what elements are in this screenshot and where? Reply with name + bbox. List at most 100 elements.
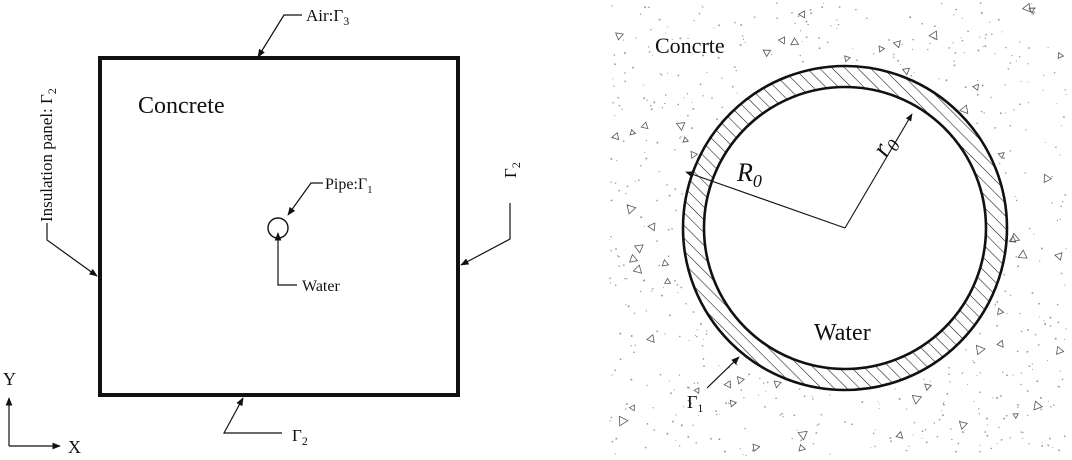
aggregate-dot <box>743 397 745 399</box>
aggregate-dot <box>818 423 820 425</box>
aggregate-dot <box>702 357 705 360</box>
aggregate-dot <box>757 394 760 396</box>
aggregate-dot <box>625 278 628 280</box>
aggregate-dot <box>912 48 914 50</box>
aggregate-dot <box>624 80 627 83</box>
aggregate-dot <box>816 424 819 426</box>
aggregate-triangle <box>628 253 639 263</box>
aggregate-dot <box>960 37 962 39</box>
aggregate-dot <box>951 438 953 441</box>
aggregate-dot <box>812 442 815 445</box>
pipe-subscript: 1 <box>367 184 373 196</box>
aggregate-triangle <box>996 339 1004 348</box>
aggregate-dot <box>812 398 814 400</box>
aggregate-dot <box>759 377 761 380</box>
bottom-boundary-leader-line <box>222 397 282 434</box>
aggregate-dot <box>610 157 613 160</box>
water-label-left: Water <box>302 278 340 295</box>
aggregate-dot <box>668 314 671 317</box>
aggregate-dot <box>810 12 813 15</box>
aggregate-dot <box>1009 437 1012 439</box>
aggregate-dot <box>996 442 998 445</box>
aggregate-dot <box>664 333 666 335</box>
aggregate-dot <box>751 449 754 452</box>
aggregate-dot <box>733 66 736 68</box>
aggregate-triangle <box>693 387 700 395</box>
aggregate-triangle <box>997 152 1005 159</box>
aggregate-dot <box>1065 248 1067 250</box>
aggregate-dot <box>1050 406 1052 408</box>
aggregate-dot <box>844 421 846 423</box>
aggregate-dot <box>1031 291 1034 294</box>
aggregate-dot <box>933 25 936 28</box>
aggregate-dot <box>996 324 999 327</box>
aggregate-dot <box>705 333 708 335</box>
aggregate-dot <box>1056 219 1059 222</box>
aggregate-dot <box>762 382 765 384</box>
aggregate-dot <box>965 349 967 351</box>
aggregate-triangle <box>632 264 643 274</box>
aggregate-dot <box>1031 3 1033 5</box>
coordinate-axes: Y X <box>3 369 81 457</box>
aggregate-dot <box>979 332 981 335</box>
aggregate-dot <box>677 74 680 77</box>
aggregate-dot <box>635 37 637 39</box>
aggregate-dot <box>998 426 1000 429</box>
insulation-subscript: 2 <box>45 88 59 94</box>
aggregate-dot <box>782 416 784 418</box>
aggregate-dot <box>633 351 635 354</box>
aggregate-dot <box>1041 444 1044 447</box>
aggregate-dot <box>687 114 689 117</box>
aggregate-dot <box>1043 320 1045 322</box>
aggregate-dot <box>656 330 659 333</box>
aggregate-dot <box>807 23 809 26</box>
aggregate-dot <box>742 38 745 40</box>
aggregate-dot <box>979 2 982 4</box>
aggregate-dot <box>674 148 676 151</box>
aggregate-dot <box>796 429 798 431</box>
aggregate-dot <box>1034 334 1037 336</box>
pipe-boundary-gamma: Γ <box>687 392 697 412</box>
aggregate-dot <box>644 6 647 9</box>
aggregate-dot <box>609 420 611 422</box>
aggregate-dot <box>1063 338 1066 340</box>
aggregate-triangle <box>1017 249 1028 259</box>
aggregate-dot <box>984 37 986 39</box>
aggregate-dot <box>1060 272 1063 275</box>
aggregate-dot <box>1027 328 1029 331</box>
aggregate-triangle <box>797 430 808 441</box>
water-leader-line <box>274 232 297 286</box>
aggregate-dot <box>1000 439 1003 441</box>
aggregate-triangle <box>690 150 699 160</box>
aggregate-dot <box>855 8 857 11</box>
aggregate-dot <box>736 92 738 94</box>
aggregate-triangle <box>1057 51 1065 60</box>
aggregate-dot <box>1005 46 1007 49</box>
aggregate-dot <box>680 286 683 289</box>
aggregate-dot <box>694 334 696 336</box>
aggregate-dot <box>1031 363 1033 365</box>
aggregate-dot <box>837 23 840 26</box>
aggregate-dot <box>624 277 626 280</box>
aggregate-dot <box>826 41 829 44</box>
aggregate-dot <box>653 101 656 104</box>
aggregate-dot <box>1047 47 1049 49</box>
aggregate-dot <box>1045 141 1047 143</box>
aggregate-triangle <box>975 344 986 356</box>
aggregate-triangle <box>1008 235 1017 243</box>
aggregate-dot <box>734 22 736 24</box>
aggregate-dot <box>1036 380 1039 383</box>
aggregate-dot <box>1017 406 1019 409</box>
aggregate-dot <box>666 72 669 74</box>
aggregate-dot <box>718 438 721 441</box>
aggregate-dot <box>942 414 944 417</box>
aggregate-dot <box>954 51 957 54</box>
aggregate-dot <box>973 361 976 364</box>
aggregate-dot <box>625 304 627 306</box>
aggregate-triangle <box>626 204 637 215</box>
right-boundary-subscript: 2 <box>509 162 523 168</box>
aggregate-dot <box>1040 408 1043 411</box>
aggregate-dot <box>1014 195 1016 198</box>
aggregate-dot <box>664 94 667 96</box>
